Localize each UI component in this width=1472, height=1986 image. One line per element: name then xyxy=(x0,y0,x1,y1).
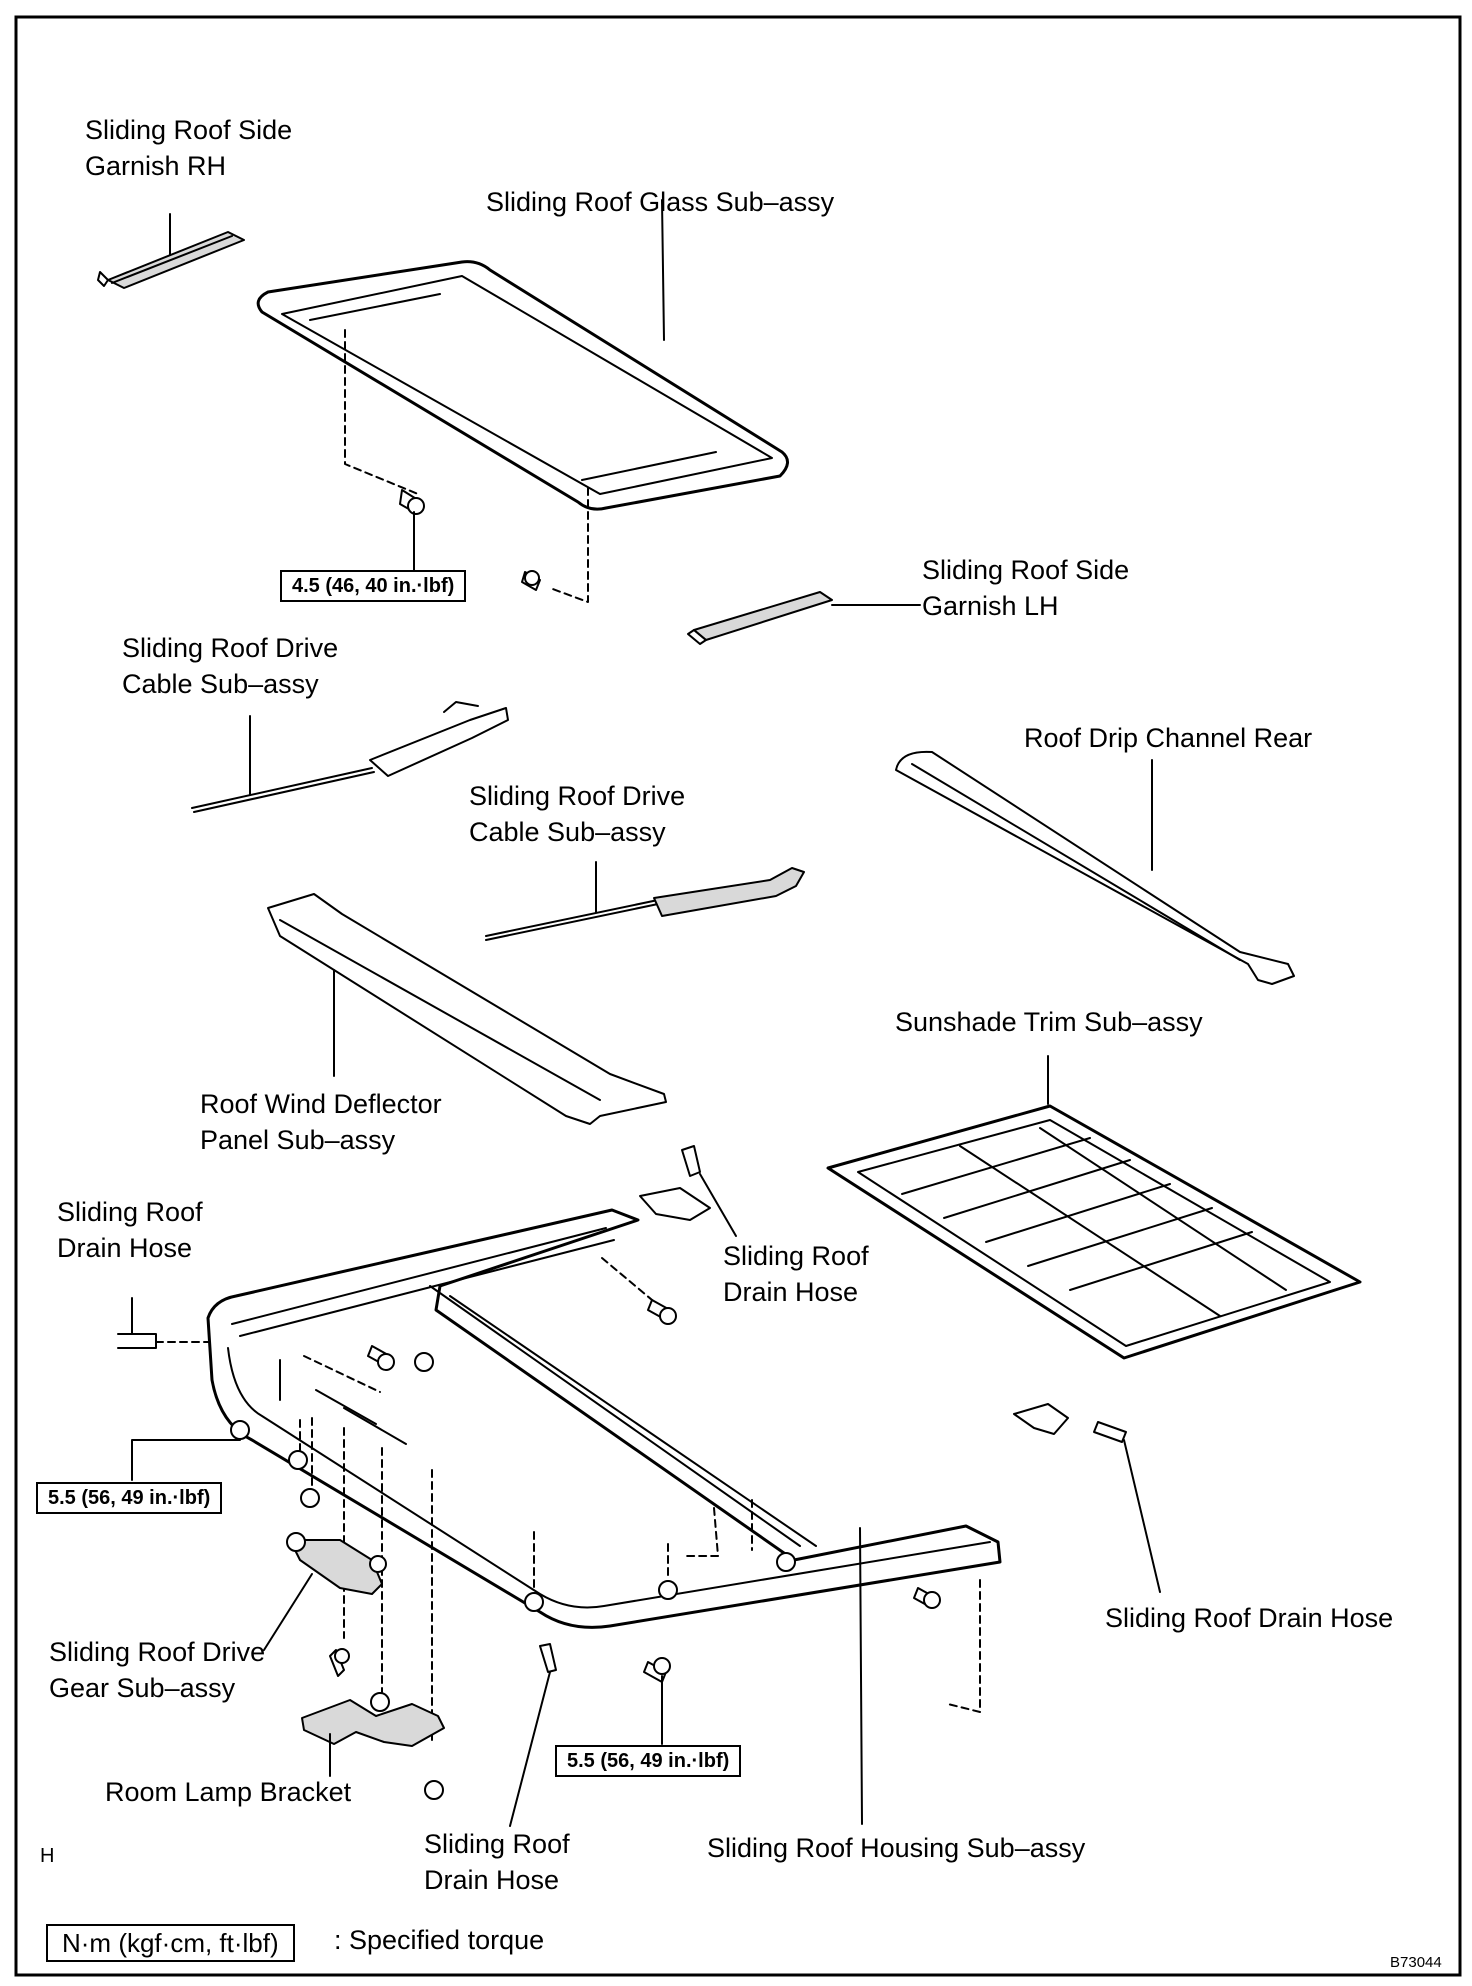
label-line: Panel Sub–assy xyxy=(200,1125,396,1155)
label-drain-hose-center: Sliding Roof Drain Hose xyxy=(723,1238,869,1310)
nut xyxy=(300,1488,320,1508)
glass-part xyxy=(256,199,789,511)
label-drain-hose-bottom: Sliding Roof Drain Hose xyxy=(424,1826,570,1898)
label-line: Sliding Roof Drive xyxy=(122,633,339,663)
label-drive-cable-2: Sliding Roof Drive Cable Sub–assy xyxy=(469,778,685,850)
label-garnish-rh: Sliding Roof Side Garnish RH xyxy=(85,112,292,184)
label-drain-hose-right: Sliding Roof Drain Hose xyxy=(1105,1603,1394,1633)
drive-gear-part xyxy=(263,1532,387,1651)
label-room-lamp-bracket: Room Lamp Bracket xyxy=(105,1777,352,1807)
label-wind-deflector: Roof Wind Deflector Panel Sub–assy xyxy=(200,1086,442,1158)
figure-code: B73044 xyxy=(1390,1954,1442,1971)
torque-leaders xyxy=(131,1439,663,1745)
label-line: Sliding Roof Side xyxy=(85,115,293,145)
nut xyxy=(414,1352,434,1372)
nut xyxy=(524,1592,544,1612)
label-line: Sliding Roof Side xyxy=(922,555,1130,585)
label-line: Cable Sub–assy xyxy=(469,817,666,847)
glass-bolt-dashes xyxy=(344,329,589,603)
label-line: Sliding Roof Drive xyxy=(49,1637,266,1667)
drive-cable-1-part xyxy=(191,701,509,813)
label-line: Sliding Roof xyxy=(723,1241,869,1271)
nut xyxy=(776,1552,796,1572)
label-line: Garnish RH xyxy=(85,151,227,181)
torque-glass-bolt: 4.5 (46, 40 in.·lbf) xyxy=(280,570,467,602)
label-drive-cable-1: Sliding Roof Drive Cable Sub–assy xyxy=(122,630,338,702)
label-line: Drain Hose xyxy=(424,1865,560,1895)
diagram-frame xyxy=(14,15,1462,1977)
sunshade-part xyxy=(826,1055,1362,1360)
nut xyxy=(288,1450,308,1470)
label-garnish-lh: Sliding Roof Side Garnish LH xyxy=(922,552,1129,624)
label-line: Roof Wind Deflector xyxy=(200,1089,442,1119)
drip-channel-part xyxy=(895,750,1295,985)
torque-housing-left: 5.5 (56, 49 in.·lbf) xyxy=(36,1482,223,1514)
label-line: Garnish LH xyxy=(922,591,1059,621)
label-drain-hose-left: Sliding Roof Drain Hose xyxy=(57,1194,203,1266)
label-line: Gear Sub–assy xyxy=(49,1673,236,1703)
drive-cable-2-part xyxy=(485,861,805,941)
garnish-lh-part xyxy=(687,591,921,645)
label-drive-gear: Sliding Roof Drive Gear Sub–assy xyxy=(49,1634,265,1706)
label-line: Cable Sub–assy xyxy=(122,669,319,699)
nut xyxy=(230,1420,250,1440)
nut xyxy=(370,1692,390,1712)
label-line: Sliding Roof xyxy=(424,1829,570,1859)
drain-hose-pieces xyxy=(117,1145,1161,1827)
nuts xyxy=(230,1352,796,1800)
label-line: Drain Hose xyxy=(57,1233,193,1263)
label-line: Sliding Roof Drive xyxy=(469,781,686,811)
torque-unit-legend: N·m (kgf·cm, ft·lbf) xyxy=(46,1924,295,1962)
housing-part xyxy=(206,1208,1002,1825)
label-line: Sliding Roof xyxy=(57,1197,203,1227)
label-line: Drain Hose xyxy=(723,1277,859,1307)
glass-bolts xyxy=(399,489,541,591)
label-glass: Sliding Roof Glass Sub–assy xyxy=(486,187,835,217)
label-housing: Sliding Roof Housing Sub–assy xyxy=(707,1833,1086,1863)
label-drip-channel: Roof Drip Channel Rear xyxy=(1024,723,1313,753)
housing-clip-part xyxy=(639,1187,711,1221)
nut xyxy=(658,1580,678,1600)
nut xyxy=(424,1780,444,1800)
garnish-rh-part xyxy=(97,213,245,289)
view-letter: H xyxy=(40,1845,55,1867)
housing-bracket-part xyxy=(1013,1403,1069,1435)
bolts xyxy=(329,1299,941,1683)
label-sunshade: Sunshade Trim Sub–assy xyxy=(895,1007,1203,1037)
torque-legend-description: : Specified torque xyxy=(334,1925,545,1955)
torque-housing-bottom: 5.5 (56, 49 in.·lbf) xyxy=(555,1745,742,1777)
wind-deflector-part xyxy=(267,893,667,1125)
room-lamp-bracket-part xyxy=(301,1699,445,1777)
